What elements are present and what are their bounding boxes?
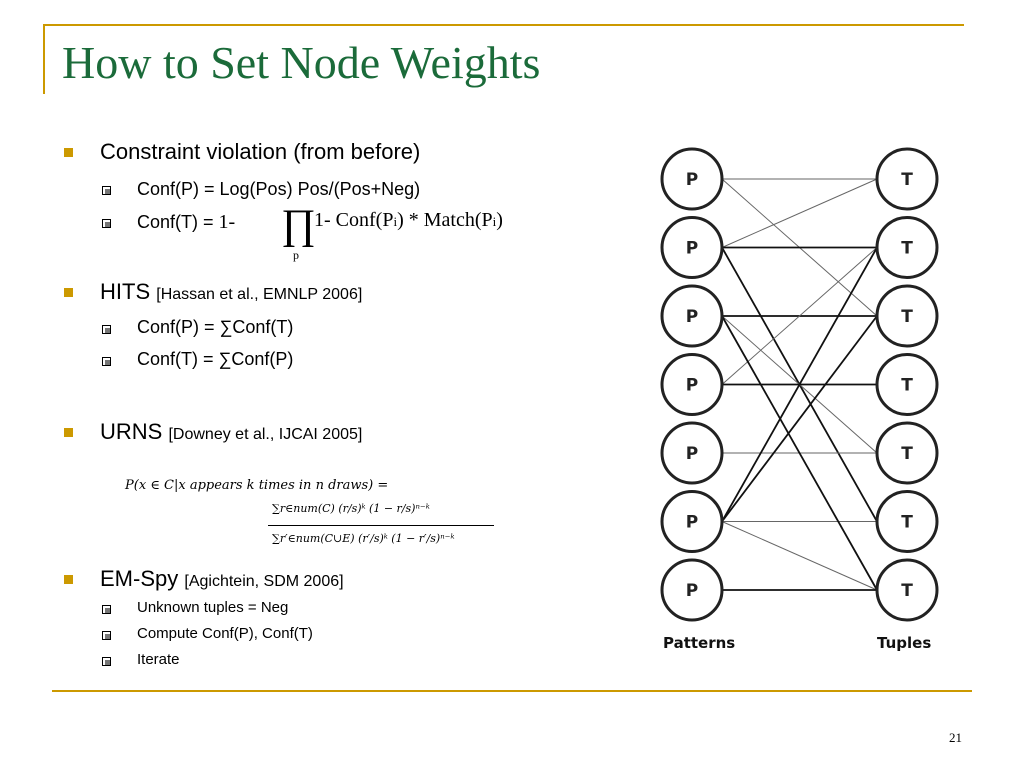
tuple-node-label: T: [901, 581, 913, 601]
tuple-node: [875, 147, 939, 211]
sub-bullet-icon: [102, 357, 111, 366]
hits-label: HITS: [100, 279, 151, 304]
emspy-sub-2: Compute Conf(P), Conf(T): [137, 625, 313, 642]
tuples-caption: Tuples: [877, 634, 931, 652]
tuple-node-label: T: [901, 239, 913, 259]
emspy-label: EM-Spy: [100, 566, 179, 591]
pattern-node: [660, 558, 724, 622]
formula-part-1: 1- Conf(P: [314, 209, 394, 231]
conf-t-prefix: Conf(T) =: [137, 212, 219, 232]
sub-bullet-icon: [102, 186, 111, 195]
urns-citation: [Downey et al., IJCAI 2005]: [168, 426, 363, 443]
pattern-node: [660, 353, 724, 416]
urns-formula-denominator: ∑r′∈num(C∪E) (r′/s)ᵏ (1 − r′/s)ⁿ⁻ᵏ: [272, 532, 455, 545]
slide-title: How to Set Node Weights: [62, 37, 541, 88]
tuple-node-label: T: [901, 307, 913, 327]
bullet-hits: HITS [Hassan et al., EMNLP 2006]: [100, 281, 362, 303]
tuple-node: [875, 490, 939, 553]
bipartite-graph: P P P P P P P T T T T T T T Patterns Tuples: [660, 147, 939, 652]
tuple-node-label: T: [901, 444, 913, 464]
hits-citation: [Hassan et al., EMNLP 2006]: [156, 286, 363, 303]
pattern-node: [660, 216, 724, 279]
tuple-node: [875, 421, 939, 485]
formula-part-3: ): [496, 209, 503, 231]
patterns-caption: Patterns: [663, 634, 735, 652]
frame-left-rule: [43, 24, 45, 94]
sub-bullet-icon: [102, 657, 111, 666]
graph-edge: [721, 178, 878, 248]
emspy-citation: [Agichtein, SDM 2006]: [184, 573, 344, 590]
pattern-nodes: P P P P P P P: [660, 147, 724, 622]
pattern-node-label: P: [686, 239, 698, 259]
urns-formula-top: P(x ∈ C|x appears k times in n draws) =: [125, 478, 389, 493]
tuple-node: [875, 353, 939, 416]
tuple-node: [875, 558, 939, 622]
bullet-square-icon: [64, 288, 73, 297]
page-number: 21: [949, 730, 962, 745]
bullet-square-icon: [64, 148, 73, 157]
emspy-sub-1: Unknown tuples = Neg: [137, 599, 289, 616]
graph-edge: [721, 315, 878, 523]
urns-fraction-line: [268, 525, 494, 526]
tuple-nodes: T T T T T T T: [875, 147, 939, 622]
emspy-sub-3: Iterate: [137, 651, 180, 668]
tuple-node-label: T: [901, 170, 913, 190]
pattern-node: [660, 490, 724, 553]
formula-sub-i: i: [492, 214, 497, 229]
tuple-node-label: T: [901, 513, 913, 533]
pattern-node: [660, 421, 724, 485]
urns-formula-numerator: ∑r∈num(C) (r/s)ᵏ (1 − r/s)ⁿ⁻ᵏ: [272, 502, 430, 515]
pattern-node-label: P: [686, 513, 698, 533]
bullet-square-icon: [64, 575, 73, 584]
pattern-node: [660, 284, 724, 348]
product-index: p: [293, 248, 299, 262]
urns-label: URNS: [100, 419, 163, 444]
pattern-node-label: P: [686, 444, 698, 464]
constraint-conf-t: Conf(T) = 1-: [137, 212, 235, 232]
sub-bullet-icon: [102, 605, 111, 614]
tuple-node-label: T: [901, 376, 913, 396]
sub-bullet-icon: [102, 219, 111, 228]
graph-edges: [721, 178, 878, 591]
graph-edge: [721, 247, 878, 522]
bullet-square-icon: [64, 428, 73, 437]
conf-t-formula-body: 1- Conf(Pi) * Match(Pi): [314, 210, 503, 230]
sub-bullet-icon: [102, 325, 111, 334]
pattern-node-label: P: [686, 376, 698, 396]
hits-conf-t: Conf(T) = ∑Conf(P): [137, 349, 294, 369]
bullet-emspy: EM-Spy [Agichtein, SDM 2006]: [100, 568, 344, 590]
hits-conf-p: Conf(P) = ∑Conf(T): [137, 317, 294, 337]
tuple-node: [875, 284, 939, 348]
graph-edge: [721, 521, 878, 591]
pattern-node-label: P: [686, 581, 698, 601]
bullet-constraint-label: Constraint violation (from before): [100, 139, 421, 164]
pattern-node: [660, 147, 724, 211]
formula-part-2: ) * Match(P: [397, 209, 493, 231]
pattern-node-label: P: [686, 307, 698, 327]
conf-t-one-minus: 1-: [218, 211, 236, 233]
frame-top-rule: [43, 24, 964, 26]
sub-bullet-icon: [102, 631, 111, 640]
product-symbol: ∏: [281, 202, 316, 248]
tuple-node: [875, 216, 939, 279]
pattern-node-label: P: [686, 170, 698, 190]
bullet-urns: URNS [Downey et al., IJCAI 2005]: [100, 421, 362, 443]
graph-edge: [721, 315, 878, 591]
frame-bottom-rule: [52, 690, 972, 692]
formula-sub-i: i: [393, 214, 398, 229]
constraint-conf-p: Conf(P) = Log(Pos) Pos/(Pos+Neg): [137, 179, 421, 199]
